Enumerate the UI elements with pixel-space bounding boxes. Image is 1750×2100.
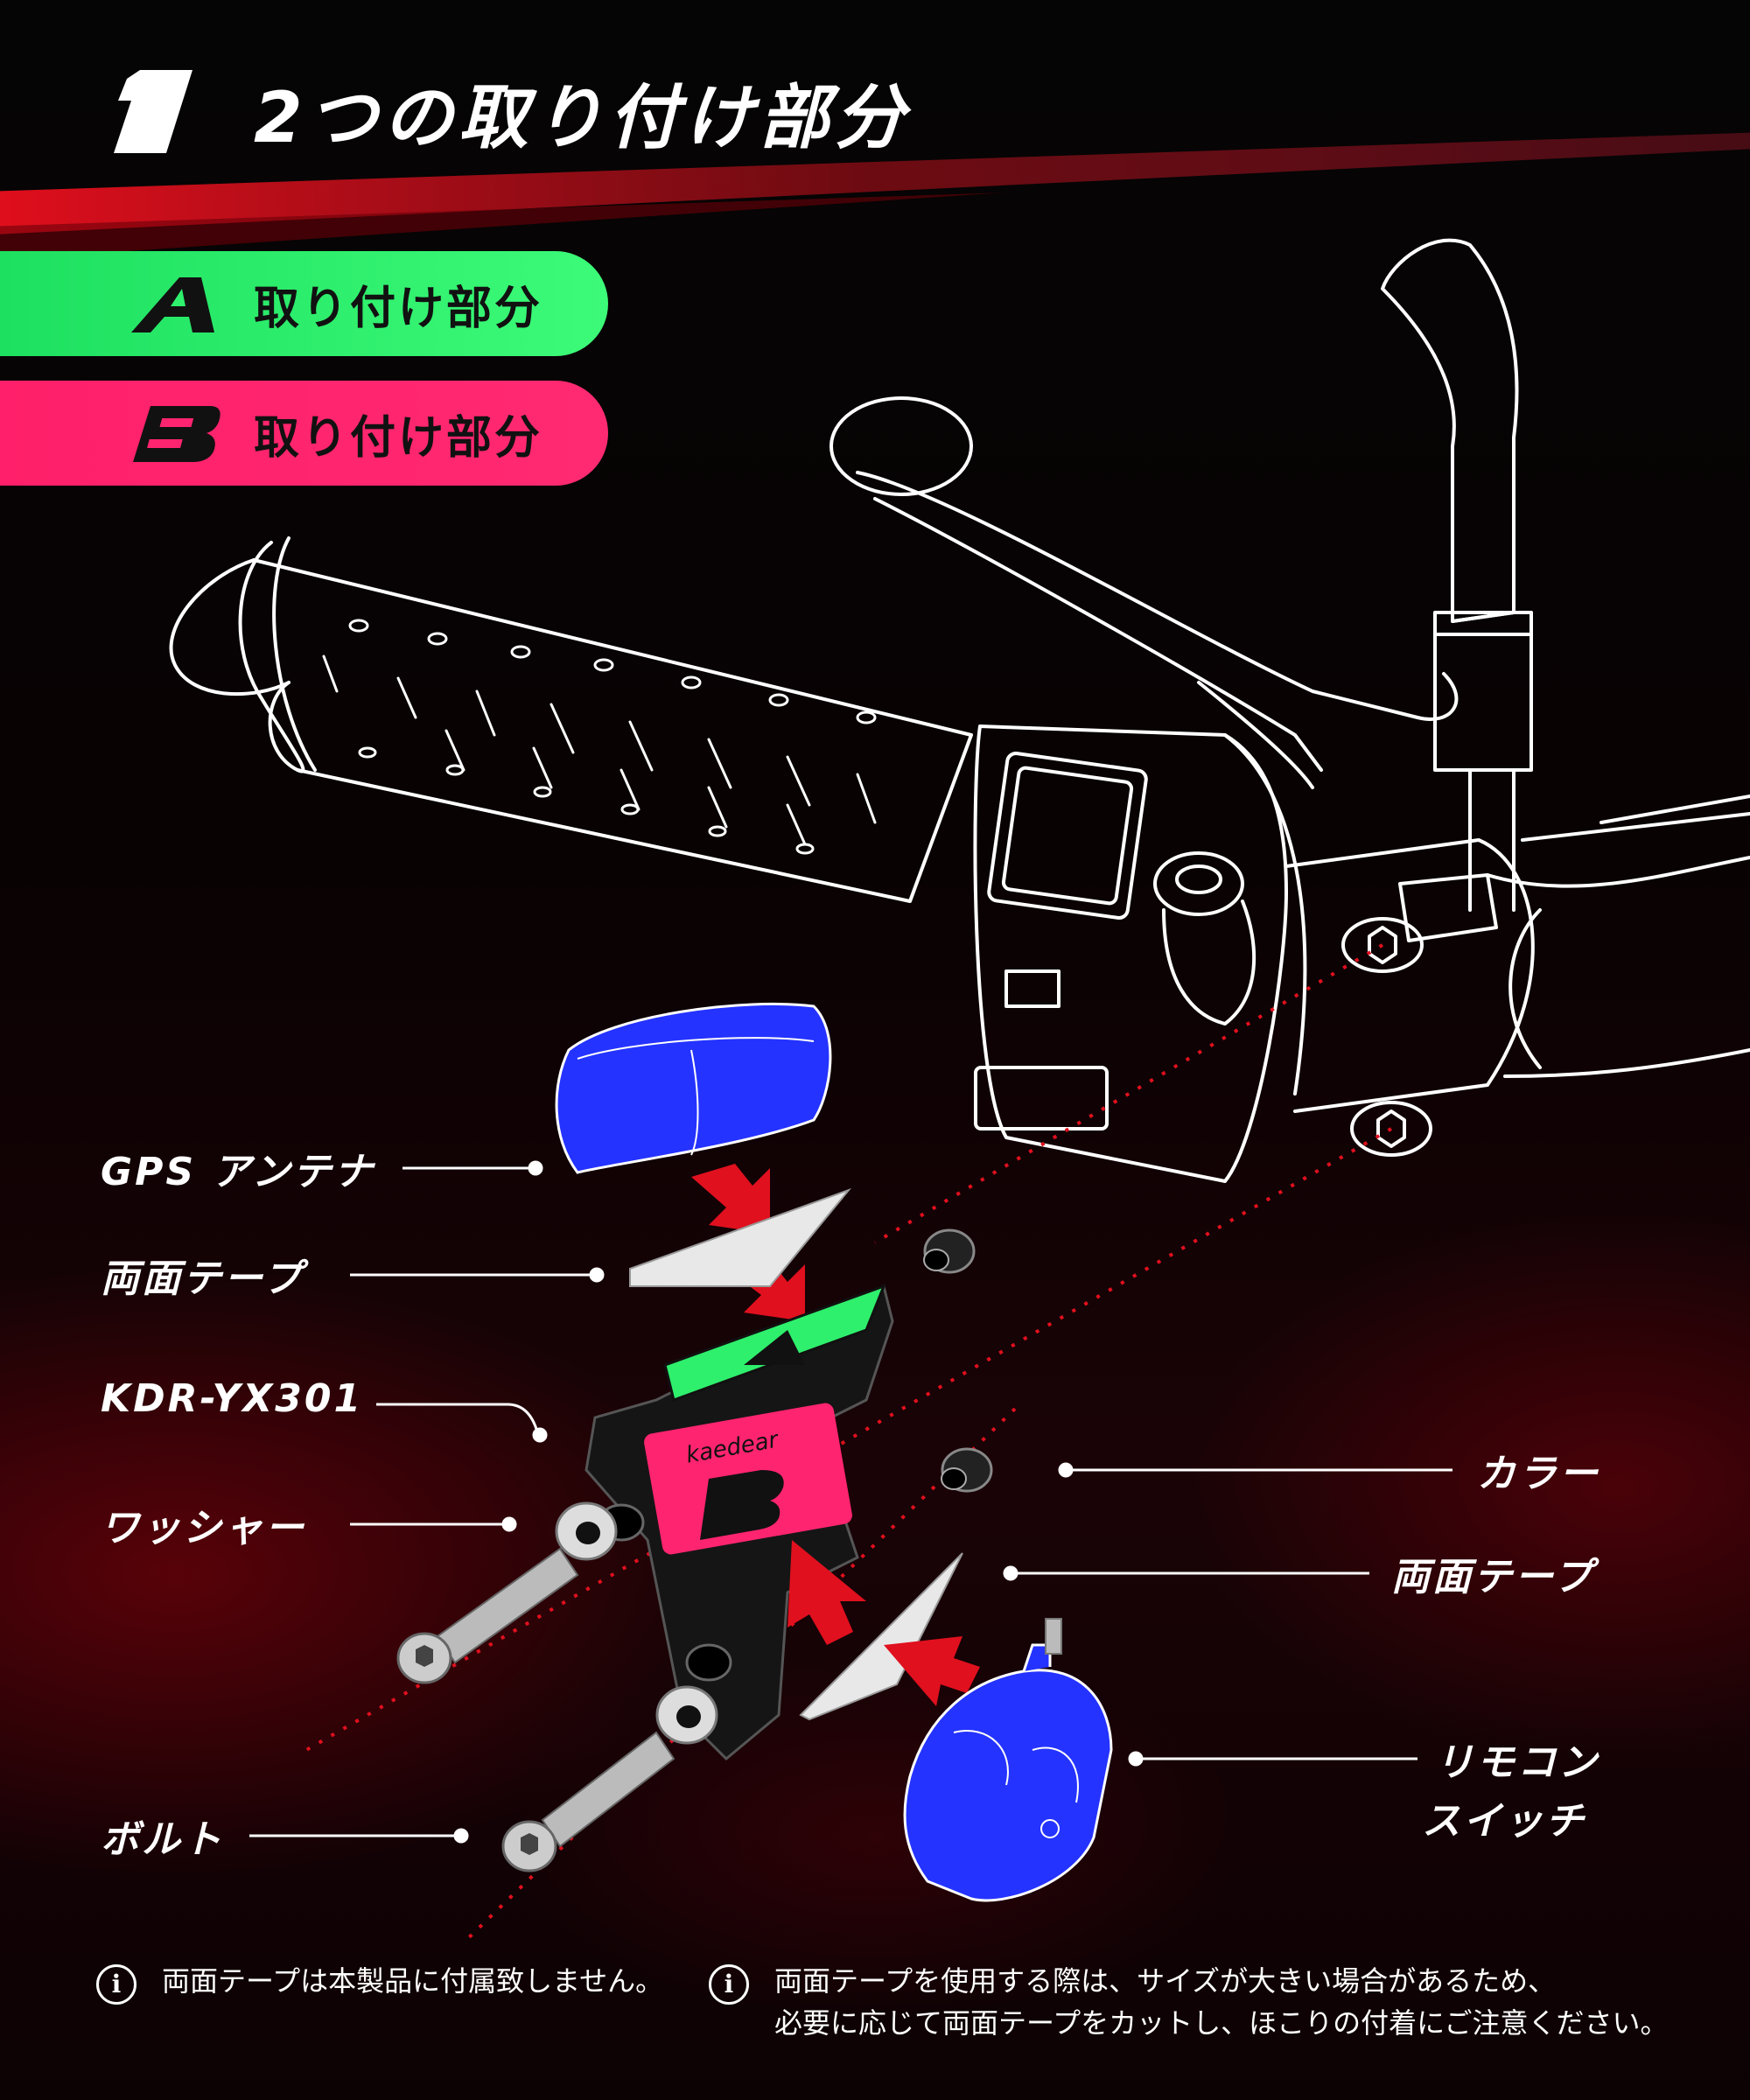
collar-bottom (941, 1447, 993, 1493)
bolt-bottom (501, 1731, 676, 1872)
label-remote-switch-line2: スイッチ (1422, 1799, 1586, 1844)
tape-right (799, 1552, 963, 1721)
bolt-top (396, 1547, 579, 1684)
note-2-line1: 両面テープを使用する際は、サイズが大きい場合があるため、 (774, 1964, 1557, 1998)
label-collar: カラー (1477, 1452, 1600, 1496)
collar-top (923, 1228, 976, 1274)
washer-bottom (655, 1685, 718, 1745)
clamp-outline (1284, 794, 1750, 1157)
alignment-dots (305, 943, 1392, 1944)
mirror-stem-outline (1381, 238, 1533, 912)
arrow-left-icons (788, 1540, 980, 1706)
letter-b-icon (133, 406, 220, 462)
label-bracket: KDR-YX301 (101, 1376, 364, 1421)
bracket-kdr-yx301: kaedear (584, 1284, 894, 1761)
label-tape-right: 両面テープ (1391, 1555, 1595, 1600)
label-remote-switch-line1: リモコン (1435, 1740, 1600, 1785)
gps-antenna (555, 1002, 832, 1174)
mount-b-label: 取り付け部分 (254, 411, 543, 465)
label-gps-antenna: GPS アンテナ (101, 1150, 375, 1194)
note-2-line2: 必要に応じて両面テープをカットし、ほこりの付着にご注意ください。 (774, 2006, 1669, 2040)
label-washer: ワッシャー (101, 1506, 306, 1550)
tape-top (629, 1187, 852, 1287)
label-bolt: ボルト (101, 1817, 224, 1862)
mount-b-pill: 取り付け部分 (0, 381, 608, 486)
info-icon: i (96, 1964, 136, 2005)
washer-top (555, 1502, 618, 1561)
mount-a-label: 取り付け部分 (254, 282, 543, 335)
note-1: 両面テープは本製品に付属致しません。 (162, 1964, 664, 1998)
grip-outline (169, 536, 973, 903)
info-icon: i (709, 1964, 749, 2005)
label-tape-top: 両面テープ (101, 1256, 304, 1301)
mount-a-pill: 取り付け部分 (0, 251, 608, 356)
step-number-badge (114, 70, 192, 153)
leader-lines (249, 1160, 1452, 1844)
letter-a-icon (131, 277, 214, 332)
page-title: 2つの取り付け部分 (254, 77, 910, 158)
remote-switch (903, 1618, 1113, 1902)
brake-lever-outline (830, 396, 1459, 789)
switch-housing-outline (973, 724, 1307, 1183)
red-streak (0, 132, 1750, 260)
